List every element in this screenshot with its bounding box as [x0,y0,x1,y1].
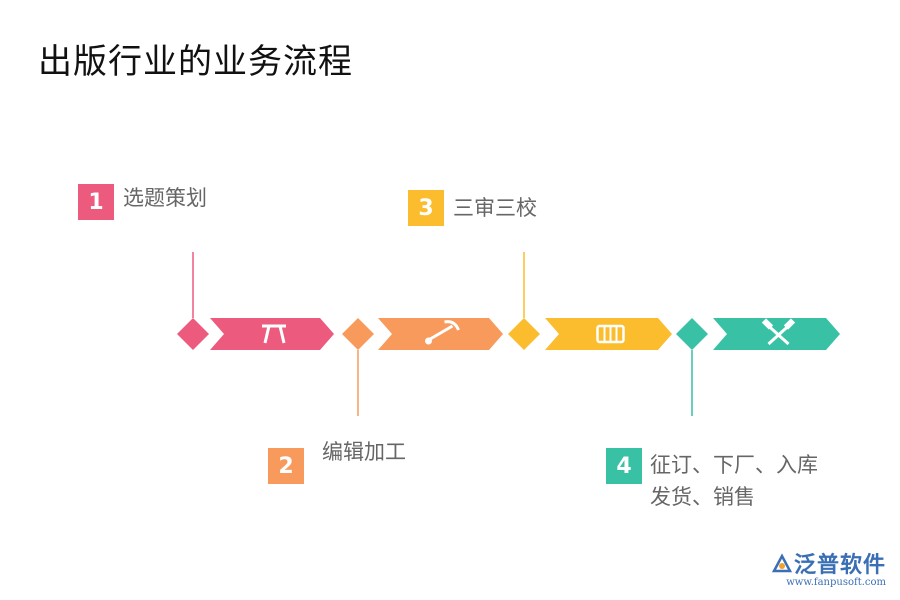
watermark-url: www.fanpusoft.com [786,577,886,588]
step-1-label: 选题策划 [123,186,207,210]
fanpu-logo-icon [771,553,792,573]
page-title: 出版行业的业务流程 [38,42,353,82]
step-2-badge: 2 [268,448,304,484]
watermark: 泛普软件 www.fanpusoft.com [770,547,886,588]
diamond-4 [676,318,708,350]
arrow-3 [545,318,672,350]
diamond-1 [177,318,209,350]
hammer-saw-icon [425,320,460,345]
step-3-badge: 3 [408,190,444,226]
crossed-hammers-icon [761,318,796,346]
tools-icon [262,324,286,344]
step-4-label: 征订、下厂、入库 发货、销售 [650,453,818,509]
step-2-label: 编辑加工 [322,440,406,464]
step-3-label: 三审三校 [453,196,537,220]
arrow-1 [210,318,334,350]
step-1-badge: 1 [78,184,114,220]
step-4-badge: 4 [606,448,642,484]
diamond-2 [342,318,374,350]
diamond-3 [508,318,540,350]
watermark-name: 泛普软件 [793,553,886,578]
ruler-icon [596,324,625,344]
